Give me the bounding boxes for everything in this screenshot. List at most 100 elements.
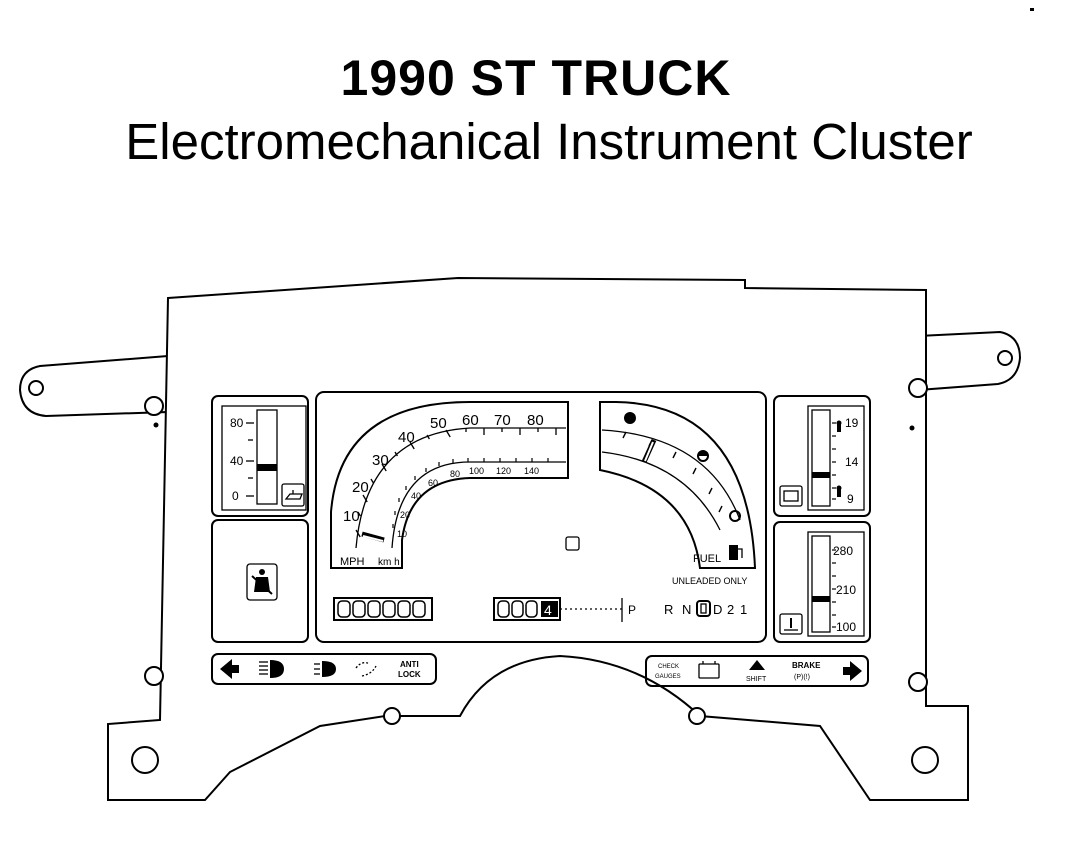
- fuel-label: FUEL: [693, 553, 721, 565]
- fuel-tick: [672, 451, 677, 459]
- high-beam-icon: [259, 660, 284, 678]
- oil-can-icon: [281, 483, 305, 507]
- right-turn-arrow-icon: [843, 661, 862, 681]
- oil-label-0: 0: [232, 489, 239, 503]
- cluster-housing: [107, 276, 969, 801]
- fuel-empty-marker: [729, 510, 741, 522]
- kmh-label-60: 60: [428, 478, 438, 488]
- fuel-tick: [708, 487, 713, 495]
- mph-label-60: 60: [462, 412, 479, 429]
- mph-label-70: 70: [494, 412, 511, 429]
- headlamp-icon: [314, 661, 336, 677]
- mounting-holes: [131, 378, 939, 774]
- left-turn-arrow-icon: [220, 659, 239, 679]
- main-gauge-panel: [315, 391, 767, 643]
- kmh-label-20: 20: [400, 510, 410, 520]
- center-indicator-lamp: [565, 536, 580, 551]
- mph-tick: [426, 434, 430, 440]
- trip-odometer-wheel: [525, 600, 538, 618]
- trip-odometer: 4: [493, 597, 622, 621]
- trip-odometer-wheel: [497, 600, 510, 618]
- left-mounting-ear: [18, 354, 169, 418]
- mph-tick: [370, 478, 374, 484]
- mph-tick: [381, 463, 387, 472]
- oil-label-40: 40: [230, 454, 244, 468]
- odometer-wheel: [352, 600, 366, 618]
- coolant-thermometer-icon: [779, 613, 803, 635]
- battery-warning-icon: [698, 661, 720, 679]
- service-lamp-icon: [355, 662, 377, 677]
- right-mounting-ear: [917, 330, 1022, 392]
- gear-drive: D: [713, 602, 722, 617]
- antilock-label-line2: LOCK: [398, 670, 421, 679]
- odometer-wheel: [397, 600, 411, 618]
- mph-tick: [357, 511, 361, 517]
- fuel-tick: [622, 431, 627, 439]
- oil-pressure-gauge: 80 40 0: [211, 395, 309, 517]
- trip-digit: 4: [544, 602, 552, 618]
- fuel-gauge: FUEL UNLEADED ONLY: [599, 401, 757, 586]
- mph-label-40: 40: [398, 429, 415, 446]
- mph-tick: [355, 529, 361, 538]
- kmh-label-40: 40: [411, 491, 421, 501]
- odometer-wheel: [367, 600, 381, 618]
- seatbelt-icon: [246, 563, 278, 601]
- mph-tick: [409, 441, 415, 450]
- temp-label-210: 210: [836, 583, 856, 597]
- volt-label-19: 19: [845, 416, 859, 430]
- mph-tick: [362, 494, 368, 503]
- gear-indicator: P R N D 2 1: [621, 598, 747, 622]
- odometer-wheel: [337, 600, 351, 618]
- odometer-wheel: [412, 600, 426, 618]
- odometer: [333, 597, 433, 621]
- trip-odometer-wheel: [511, 600, 524, 618]
- fuel-needle: [641, 438, 657, 464]
- shift-arrow-icon: [749, 660, 765, 670]
- odometer-wheel: [382, 600, 396, 618]
- coolant-temperature-gauge: 280 210 100: [773, 521, 871, 643]
- fuel-half-marker: [697, 450, 709, 462]
- battery-icon: [779, 485, 803, 507]
- gear-neutral: N: [682, 602, 691, 617]
- mph-label-80: 80: [527, 412, 544, 429]
- page-title: 1990 ST TRUCK: [340, 50, 732, 106]
- gear-first: 1: [740, 602, 747, 617]
- antilock-label-line1: ANTI: [400, 660, 419, 669]
- page-subtitle: Electromechanical Instrument Cluster: [125, 113, 973, 170]
- seatbelt-warning-panel: [211, 519, 309, 643]
- brake-label-line1: BRAKE: [792, 661, 821, 670]
- mph-label-50: 50: [430, 415, 447, 432]
- gear-reverse: R: [664, 602, 673, 617]
- gear-second: 2: [727, 602, 734, 617]
- temp-label-280: 280: [833, 544, 853, 558]
- mph-label-30: 30: [372, 452, 389, 469]
- right-telltale-strip: CHECK GAUGES SHIFT BRAKE (P)(!): [645, 655, 869, 687]
- kmh-label-100: 100: [469, 466, 484, 476]
- kmh-label-80: 80: [450, 469, 460, 479]
- speed-unit-kmh: km h: [378, 557, 400, 568]
- shift-label: SHIFT: [746, 676, 767, 683]
- fuel-tick: [718, 505, 723, 513]
- voltmeter-gauge: 19 14 9: [773, 395, 871, 517]
- mph-label-10: 10: [343, 508, 360, 525]
- check-gauges-line1: CHECK: [658, 664, 679, 670]
- mph-tick: [394, 451, 398, 457]
- speedometer: 10 20 30 40 50 60 70 80 10 20 40 60 80 1…: [330, 401, 569, 569]
- speed-unit-mph: MPH: [340, 556, 365, 568]
- volt-label-9: 9: [847, 492, 854, 506]
- fuel-full-marker: [624, 412, 636, 424]
- fuel-pump-icon: [729, 545, 743, 560]
- volt-label-14: 14: [845, 455, 859, 469]
- kmh-label-140: 140: [524, 466, 539, 476]
- left-telltale-strip: ANTI LOCK: [211, 653, 437, 685]
- oil-label-80: 80: [230, 416, 244, 430]
- fuel-unleaded-note: UNLEADED ONLY: [672, 576, 747, 586]
- fuel-tick: [692, 467, 697, 475]
- kmh-label-120: 120: [496, 466, 511, 476]
- temp-label-100: 100: [836, 620, 856, 634]
- speedometer-needle: [361, 531, 385, 543]
- kmh-label-10: 10: [397, 529, 407, 539]
- mph-label-20: 20: [352, 479, 369, 496]
- mph-tick: [445, 429, 451, 438]
